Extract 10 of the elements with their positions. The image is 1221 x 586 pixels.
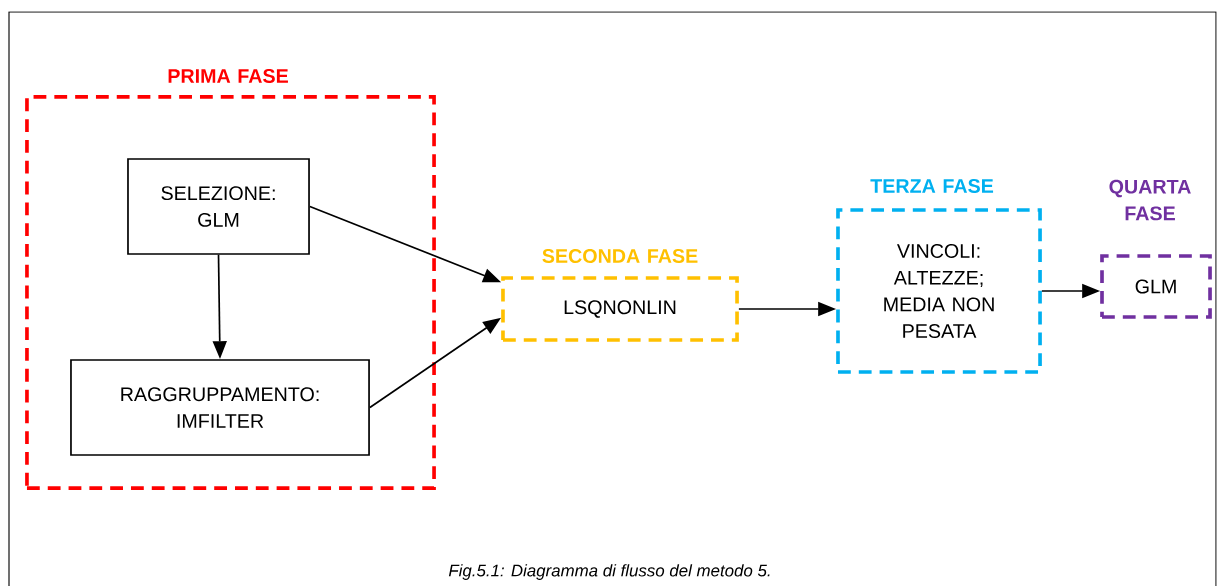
phase-box: LSQNONLIN <box>501 276 739 342</box>
phase-heading: PRIMA FASE <box>168 69 288 83</box>
phase-heading: TERZA FASE <box>870 179 994 193</box>
phase-heading: QUARTA FASE <box>1109 179 1191 221</box>
phase-heading: SECONDA FASE <box>542 249 698 263</box>
phase-box: VINCOLI: ALTEZZE; MEDIA NON PESATA <box>836 208 1042 374</box>
process-box: RAGGRUPPAMENTO: IMFILTER <box>70 359 370 456</box>
phase-box: GLM <box>1100 254 1212 319</box>
caption: Fig.5.1: Diagramma di flusso del metodo 5. <box>448 564 770 580</box>
process-box: SELEZIONE: GLM <box>127 158 310 255</box>
